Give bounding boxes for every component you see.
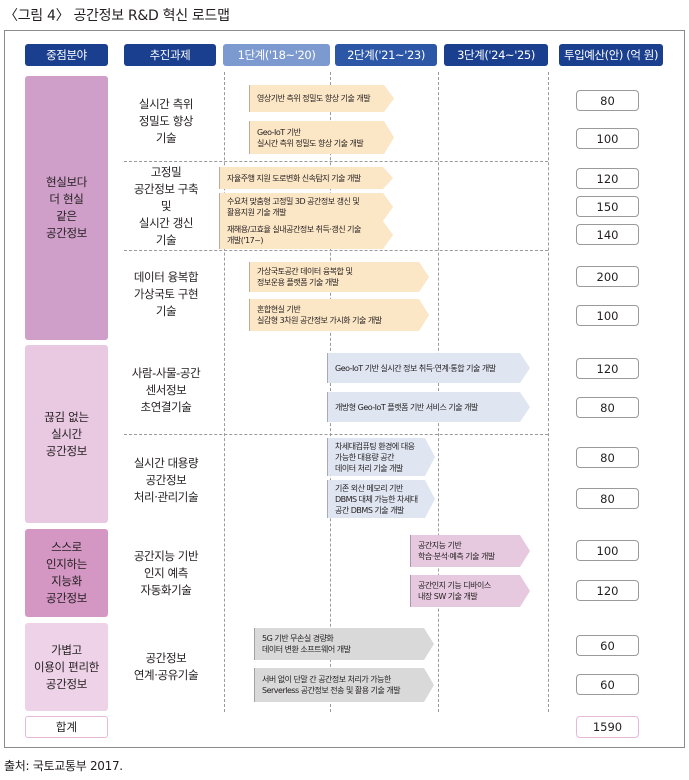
field-box: 스스로 인지하는 지능화 공간정보: [25, 529, 108, 617]
budget-value: 60: [576, 674, 639, 695]
budget-value: 80: [576, 447, 639, 468]
task-divider: [124, 161, 548, 162]
roadmap-bar: 재해용/고효율 실내공간정보 취득·갱신 기술 개발('17~): [219, 221, 393, 249]
field-box: 가볍고 이용이 편리한 공간정보: [25, 623, 108, 711]
total-value: 1590: [576, 716, 639, 738]
budget-value: 80: [576, 397, 639, 418]
task-label: 고정밀 공간정보 구축 및 실시간 갱신 기술: [133, 164, 199, 247]
roadmap-bar: 영상기반 측위 정밀도 향상 기술 개발: [249, 85, 394, 112]
budget-value: 100: [576, 540, 639, 561]
roadmap-bar: 가상국토공간 데이터 융복합 및 정보운용 플랫폼 기술 개발: [249, 262, 429, 292]
header-stage2: 2단계('21~'23): [335, 44, 437, 66]
budget-value: 80: [576, 90, 639, 111]
total-label: 합계: [25, 716, 108, 738]
task-label: 사람-사물-공간 센서정보 초연결기술: [131, 365, 201, 414]
header-budget: 투입예산(안) (억 원): [559, 44, 663, 66]
header-stage3: 3단계('24~'25): [444, 44, 548, 66]
task-label: 공간정보 연계·공유기술: [133, 651, 199, 682]
budget-value: 150: [576, 196, 639, 217]
budget-value: 140: [576, 224, 639, 245]
stage-divider: [224, 72, 225, 712]
roadmap-bar: 5G 기반 무손실 경량화 데이터 변환 소프트웨어 개발: [254, 628, 434, 660]
roadmap-bar: 개방형 Geo-IoT 플랫폼 기반 서비스 기술 개발: [327, 392, 530, 422]
roadmap-frame: [4, 30, 685, 748]
roadmap-bar: 공간지능 기반 학습·분석·예측 기술 개발: [410, 535, 530, 567]
budget-value: 100: [576, 128, 639, 149]
roadmap-bar: 공간인지 기능 디바이스 내장 SW 기술 개발: [410, 575, 530, 607]
header-field: 중점분야: [25, 44, 108, 66]
budget-value: 120: [576, 168, 639, 189]
budget-value: 100: [576, 305, 639, 326]
field-box: 현실보다 더 현실 같은 공간정보: [25, 76, 108, 340]
field-box: 끊김 없는 실시간 공간정보: [25, 345, 108, 523]
header-stage1: 1단계('18~'20): [223, 44, 330, 66]
budget-value: 120: [576, 358, 639, 379]
roadmap-bar: 수요처 맞춤형 고정밀 3D 공간정보 갱신 및 활용지원 기술 개발: [219, 193, 393, 221]
figure-caption: 〈그림 4〉 공간정보 R&D 혁신 로드맵: [4, 8, 230, 24]
roadmap-bar: 혼합현실 기반 실감형 3차원 공간정보 가시화 기술 개발: [249, 299, 429, 331]
budget-value: 60: [576, 635, 639, 656]
task-divider: [124, 250, 548, 251]
task-label: 실시간 대용량 공간정보 처리·관리기술: [133, 455, 199, 504]
source-note: 출처: 국토교통부 2017.: [4, 759, 123, 773]
task-label: 공간지능 기반 인지 예측 자동화기술: [133, 548, 199, 597]
roadmap-bar: Geo-IoT 기반 실시간 측위 정밀도 향상 기술 개발: [249, 121, 394, 154]
task-divider: [124, 434, 548, 435]
task-label: 실시간 측위 정밀도 향상 기술: [138, 96, 194, 145]
budget-value: 120: [576, 580, 639, 601]
roadmap-bar: Geo-IoT 기반 실시간 정보 취득·연계·통합 기술 개발: [327, 353, 530, 383]
budget-value: 200: [576, 266, 639, 287]
roadmap-bar: 자율주행 지원 도로변화 신속탐지 기술 개발: [219, 167, 393, 189]
stage-divider: [548, 72, 549, 712]
roadmap-bar: 기존 외산 메모리 기반 DBMS 대체 가능한 차세대 공간 DBMS 기술 …: [327, 480, 435, 518]
roadmap-bar: 차세대컴퓨팅 환경에 대응 가능한 대용량 공간 데이터 처리 기술 개발: [327, 438, 435, 476]
task-label: 데이터 융복합 가상국토 구현 기술: [133, 269, 199, 318]
roadmap-bar: 서버 없이 단말 간 공간정보 처리가 가능한 Serverless 공간정보 …: [254, 668, 434, 702]
header-task: 추진과제: [124, 44, 216, 66]
budget-value: 80: [576, 488, 639, 509]
